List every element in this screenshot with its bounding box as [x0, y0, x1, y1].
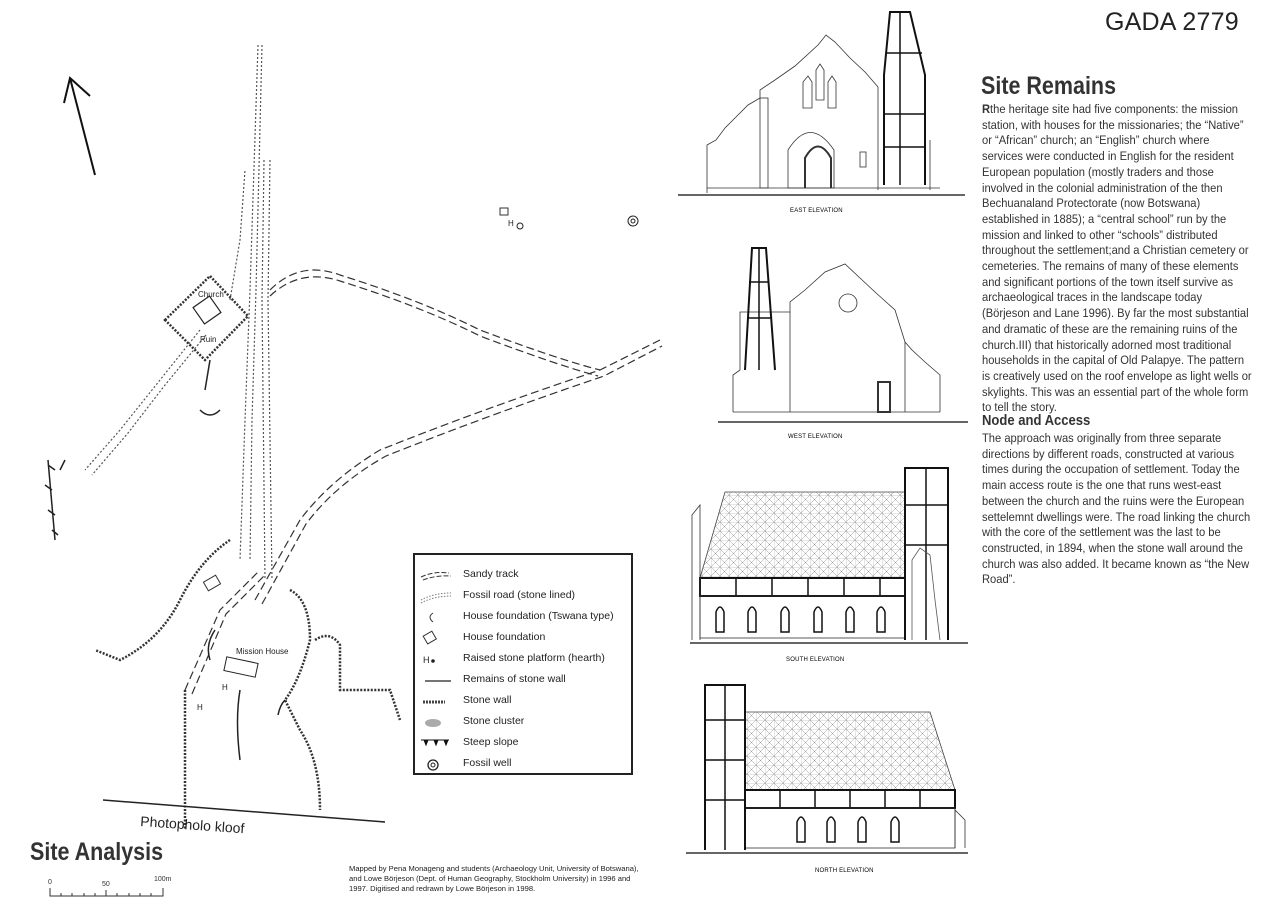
map-credit: Mapped by Pena Monageng and students (Ar… [349, 864, 639, 893]
scale-bar [49, 888, 164, 897]
north-elevation-label: NORTH ELEVATION [815, 868, 874, 874]
legend-label: Fossil well [463, 757, 512, 769]
node-access-paragraph: The approach was originally from three s… [982, 431, 1251, 587]
hearth-label-2: H [197, 703, 203, 712]
west-elevation [718, 247, 968, 423]
site-remains-text: Rthe heritage site had five components: … [982, 102, 1252, 416]
east-elevation [678, 11, 965, 196]
north-arrow-icon [63, 76, 96, 176]
south-elevation [690, 467, 968, 644]
east-elevation-label: EAST ELEVATION [790, 208, 843, 214]
node-access-heading: Node and Access [982, 413, 1091, 429]
south-elevation-label: SOUTH ELEVATION [786, 657, 844, 663]
sandy-track-icon [420, 572, 452, 581]
legend-label: Remains of stone wall [463, 673, 566, 685]
legend-label: Raised stone platform (hearth) [463, 652, 605, 664]
site-remains-paragraph: the heritage site had five components: t… [982, 102, 1252, 415]
scale-tick-50: 50 [102, 881, 110, 888]
legend-item: Stone cluster [415, 712, 633, 732]
legend-label: Steep slope [463, 736, 519, 748]
site-remains-heading: Site Remains [981, 72, 1117, 100]
stone-cluster-icon [425, 719, 441, 727]
hearth-label: H [222, 683, 228, 692]
legend-label: Sandy track [463, 568, 519, 580]
scale-tick-0: 0 [48, 879, 52, 886]
steep-slope-icon [44, 459, 386, 823]
house-foundation-icon [422, 630, 438, 645]
church-ruin-outline [192, 295, 222, 325]
site-map: Church Ruin Mission House H H H Photopho… [44, 44, 663, 897]
legend-item: House foundation [415, 628, 633, 648]
legend-item: Stone wall [415, 691, 633, 711]
drop-cap: R [982, 102, 991, 116]
scale-tick-100: 100m [154, 876, 172, 883]
kloof-label: Photopholo kloof [140, 813, 245, 836]
steep-slope-icon [421, 739, 449, 747]
legend-item: Fossil road (stone lined) [415, 586, 633, 606]
stone-wall-remains-icon [425, 680, 451, 682]
svg-text:H: H [423, 655, 430, 665]
legend-label: Stone cluster [463, 715, 525, 727]
stone-wall-icon [423, 700, 445, 704]
fossil-well-icon [516, 215, 639, 230]
hearth-label-3: H [508, 219, 514, 228]
legend-label: Stone wall [463, 694, 512, 706]
sandy-tracks [184, 269, 663, 695]
sheet-code: GADA 2779 [1105, 8, 1239, 36]
ruin-label: Ruin [200, 335, 216, 344]
house-foundation-tswana-icon [429, 612, 434, 623]
legend-item: Remains of stone wall [415, 670, 633, 690]
fossil-road-icon [420, 592, 452, 604]
stone-walls [94, 274, 402, 830]
house-foundation [499, 207, 509, 216]
legend-item: Fossil well [415, 754, 633, 774]
legend-label: House foundation [463, 631, 546, 643]
legend-label: Fossil road (stone lined) [463, 589, 576, 601]
north-elevation [686, 684, 968, 854]
church-label: Church [198, 290, 224, 299]
legend-item: Sandy track [415, 565, 633, 585]
fossil-roads [84, 44, 273, 581]
legend-item: Steep slope [415, 733, 633, 753]
legend-label: House foundation (Tswana type) [463, 610, 614, 622]
mission-house-outline [223, 656, 259, 678]
site-analysis-heading: Site Analysis [30, 838, 164, 866]
stone-wall-remains [199, 359, 286, 761]
hearth-icon: H [423, 655, 435, 665]
house-foundation [202, 574, 222, 592]
legend-item: H Raised stone platform (hearth) [415, 649, 633, 669]
west-elevation-label: WEST ELEVATION [788, 434, 842, 440]
legend-item: House foundation (Tswana type) [415, 607, 633, 627]
fossil-well-icon [427, 759, 439, 771]
mission-house-label: Mission House [236, 647, 289, 656]
